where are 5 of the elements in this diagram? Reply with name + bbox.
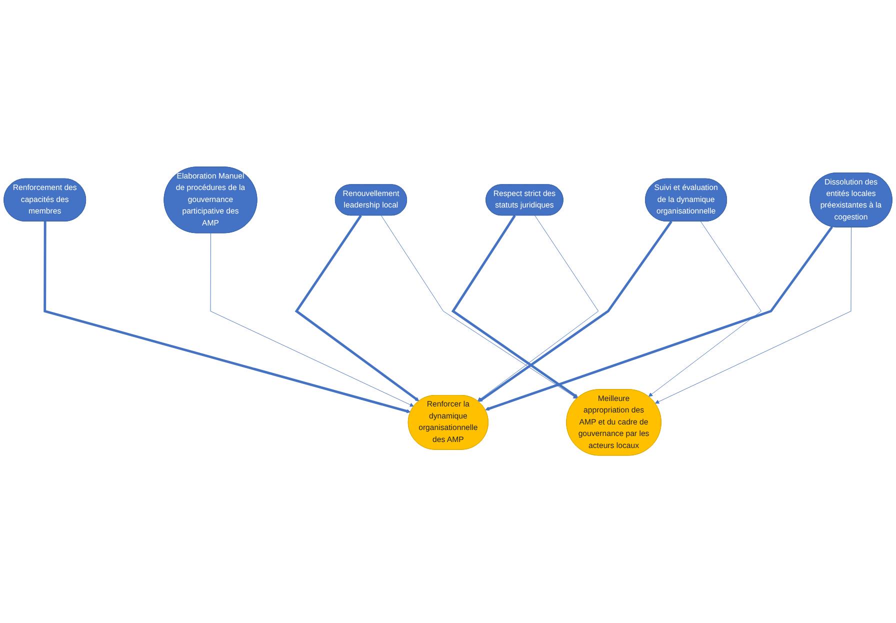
arrow (485, 226, 834, 412)
arrow (451, 215, 578, 398)
arrow (44, 222, 411, 414)
arrow (294, 215, 420, 402)
arrow (478, 221, 672, 402)
